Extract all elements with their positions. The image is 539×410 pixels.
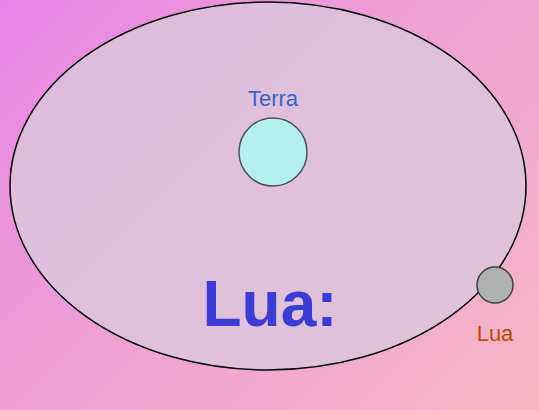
orbit-path [10, 2, 526, 370]
node-label: Lua [473, 321, 517, 347]
earth-circle [239, 118, 307, 186]
node-outline [237, 116, 309, 188]
node-label: Terra [235, 86, 311, 112]
earth-circle: Terra [235, 86, 311, 188]
slide-title: Lua: [202, 266, 337, 342]
moon-circle [477, 267, 513, 303]
node-outline [475, 265, 515, 305]
moon-circle: Lua [473, 265, 517, 347]
